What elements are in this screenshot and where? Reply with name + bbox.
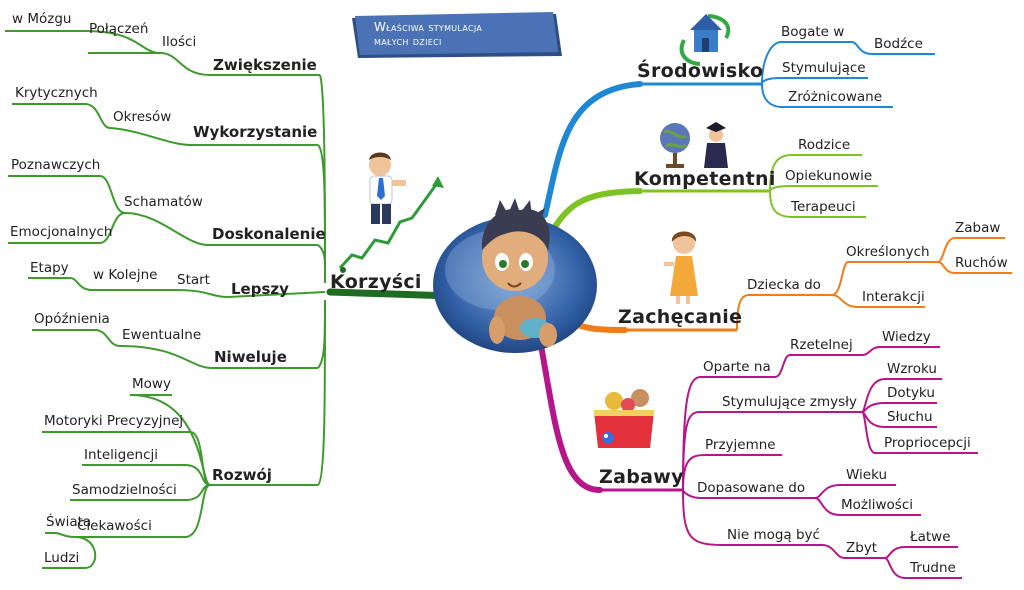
node-zroznicowane: Zróżnicowane (788, 89, 883, 105)
house-icon (679, 14, 731, 66)
map-title-line1: Właściwa stymulacja (374, 20, 483, 34)
node-wieku: Wieku (846, 467, 888, 483)
node-oparte-na: Oparte na (703, 359, 771, 375)
node-dotyku: Dotyku (887, 385, 935, 401)
node-wykorzystanie: Wykorzystanie (193, 123, 318, 141)
node-bogate-w: Bogate w (781, 24, 845, 40)
node-krytycznych: Krytycznych (15, 85, 98, 101)
node-trudne: Trudne (910, 560, 956, 576)
node-nie-moga-byc: Nie mogą być (727, 527, 820, 543)
node-wiedzy: Wiedzy (882, 329, 931, 345)
node-okresow: Okresów (113, 109, 172, 125)
srodowisko-branches (761, 41, 935, 108)
node-interakcji: Interakcji (862, 289, 925, 305)
zabawy-branches (682, 346, 978, 579)
node-opoznienia: Opóźnienia (34, 311, 110, 327)
businessman-illustration (338, 152, 444, 273)
node-zachecanie: Zachęcanie (618, 306, 743, 328)
node-etapy: Etapy (30, 260, 69, 276)
node-samodzielnosci: Samodzielności (72, 482, 177, 498)
globe-scholar-icon (660, 122, 728, 168)
node-ruchow: Ruchów (955, 255, 1008, 271)
node-zabawy: Zabawy (599, 466, 684, 488)
node-rozwoj: Rozwój (212, 466, 272, 484)
node-zabaw: Zabaw (955, 220, 1001, 236)
node-start: Start (177, 272, 210, 288)
node-przyjemne: Przyjemne (705, 437, 776, 453)
map-title: Właściwa stymulacja małych dzieci (374, 20, 482, 48)
baby-illustration (433, 198, 597, 353)
node-opiekunowie: Opiekunowie (785, 168, 873, 184)
zachecanie-branches (736, 237, 1012, 331)
node-sluchu: Słuchu (887, 409, 933, 425)
toy-box-icon (594, 389, 654, 448)
node-ewentualne: Ewentualne (122, 327, 202, 343)
node-lepszy: Lepszy (231, 280, 289, 298)
map-title-line2: małych dzieci (374, 34, 442, 48)
node-latwe: Łatwe (910, 529, 951, 545)
node-doskonalenie: Doskonalenie (212, 225, 326, 243)
kompetentni-branches (769, 154, 878, 218)
node-srodowisko: Środowisko (637, 60, 764, 82)
node-mozliwosci: Możliwości (841, 497, 914, 513)
girl-illustration (664, 231, 698, 304)
node-dopasowane-do: Dopasowane do (697, 480, 806, 496)
node-stymulujace: Stymulujące (782, 60, 866, 76)
node-okreslonych: Określonych (846, 244, 930, 260)
node-motoryki: Motoryki Precyzyjnej (44, 413, 184, 429)
node-korzysci: Korzyści (330, 271, 422, 293)
node-w-kolejne: w Kolejne (93, 267, 158, 283)
node-schematow: Schamatów (124, 194, 203, 210)
node-propriocepcji: Propriocepcji (884, 435, 971, 451)
node-niweluje: Niweluje (214, 348, 287, 366)
title-banner (352, 12, 562, 58)
node-rzetelnej: Rzetelnej (790, 337, 853, 353)
node-zwiekszenie: Zwiększenie (213, 56, 317, 74)
node-inteligencji: Inteligencji (84, 447, 158, 463)
node-polaczen: Połączeń (89, 21, 149, 37)
node-stymulujace-zmysly: Stymulujące zmysły (722, 394, 857, 410)
node-w-mozgu: w Mózgu (12, 11, 72, 27)
node-dziecka-do: Dziecka do (747, 277, 821, 293)
node-mowy: Mowy (132, 376, 171, 392)
node-poznawczych: Poznawczych (11, 157, 101, 173)
node-ludzi: Ludzi (44, 550, 80, 566)
node-rodzice: Rodzice (798, 137, 851, 153)
node-emocjonalnych: Emocjonalnych (10, 224, 113, 240)
node-terapeuci: Terapeuci (791, 199, 856, 215)
node-kompetentni: Kompetentni (634, 168, 776, 190)
korzysci-branches (5, 30, 326, 569)
node-ilosci: Ilości (162, 34, 197, 50)
node-bodzce: Bodźce (874, 36, 923, 52)
node-swiata: Świata (46, 514, 92, 530)
node-wzroku: Wzroku (887, 361, 937, 377)
node-zbyt: Zbyt (846, 540, 878, 556)
node-ciekawosci: Ciekawości (77, 518, 152, 534)
